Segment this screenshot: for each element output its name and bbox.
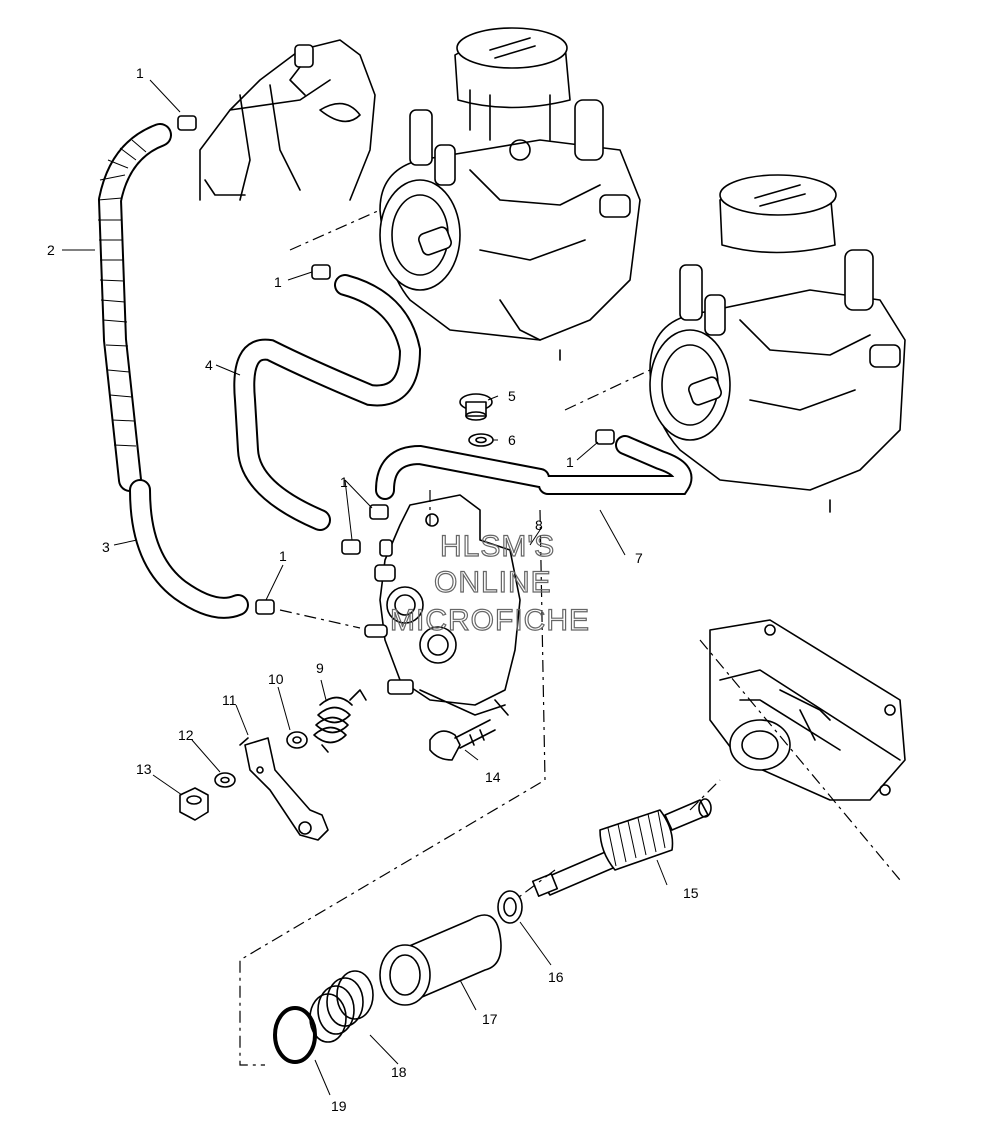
callout-8: 8 [535, 517, 543, 533]
watermark: HLSM'S ONLINE MICROFICHE [389, 529, 590, 637]
hose-2-ribs [97, 139, 147, 447]
watermark-line-2: ONLINE [434, 566, 552, 599]
callout-14: 14 [485, 769, 501, 785]
callout-3: 3 [102, 539, 110, 555]
carburetor-lower [649, 174, 906, 513]
callout-1d: 1 [340, 474, 348, 490]
callout-18: 18 [391, 1064, 407, 1080]
callout-9: 9 [316, 660, 324, 676]
watermark-line-3: MICROFICHE [390, 604, 590, 637]
callout-17: 17 [482, 1011, 498, 1027]
callout-2: 2 [47, 242, 55, 258]
callout-19: 19 [331, 1098, 347, 1114]
banjo-bolt-5 [459, 393, 493, 421]
oil-pump [364, 494, 521, 716]
crankcase-section [709, 619, 906, 801]
callout-10: 10 [268, 671, 284, 687]
callout-16: 16 [548, 969, 564, 985]
callout-1c: 1 [566, 454, 574, 470]
callout-13: 13 [136, 761, 152, 777]
nut-13 [179, 787, 209, 821]
watermark-line-1: HLSM'S [440, 530, 555, 563]
callout-11: 11 [222, 692, 237, 708]
callout-6: 6 [508, 432, 516, 448]
callout-4: 4 [205, 357, 213, 373]
carburetor-upper [379, 27, 641, 361]
callout-1a: 1 [136, 65, 144, 81]
washer-12 [214, 772, 236, 788]
callout-labels: 1 2 3 4 1 5 6 1 7 8 1 1 9 10 11 12 13 14… [47, 65, 699, 1114]
washer-16 [497, 890, 523, 924]
callout-1e: 1 [279, 548, 287, 564]
callout-5: 5 [508, 388, 516, 404]
hose-clamps [177, 115, 615, 615]
spring-18 [309, 970, 374, 1043]
control-lever-11 [239, 737, 329, 841]
leader-lines [62, 79, 668, 1096]
callout-12: 12 [178, 727, 194, 743]
bushing-17 [379, 914, 502, 1006]
return-spring-9 [313, 689, 367, 753]
washer-10 [286, 731, 308, 749]
alignment-lines [239, 209, 901, 1066]
washer-6 [468, 433, 494, 447]
callout-15: 15 [683, 885, 699, 901]
screw-14 [429, 719, 496, 761]
callout-7: 7 [635, 550, 643, 566]
callout-1b: 1 [274, 274, 282, 290]
engine-head-top [199, 39, 376, 201]
drive-gear-15 [531, 798, 712, 897]
o-ring-19 [273, 1006, 317, 1064]
